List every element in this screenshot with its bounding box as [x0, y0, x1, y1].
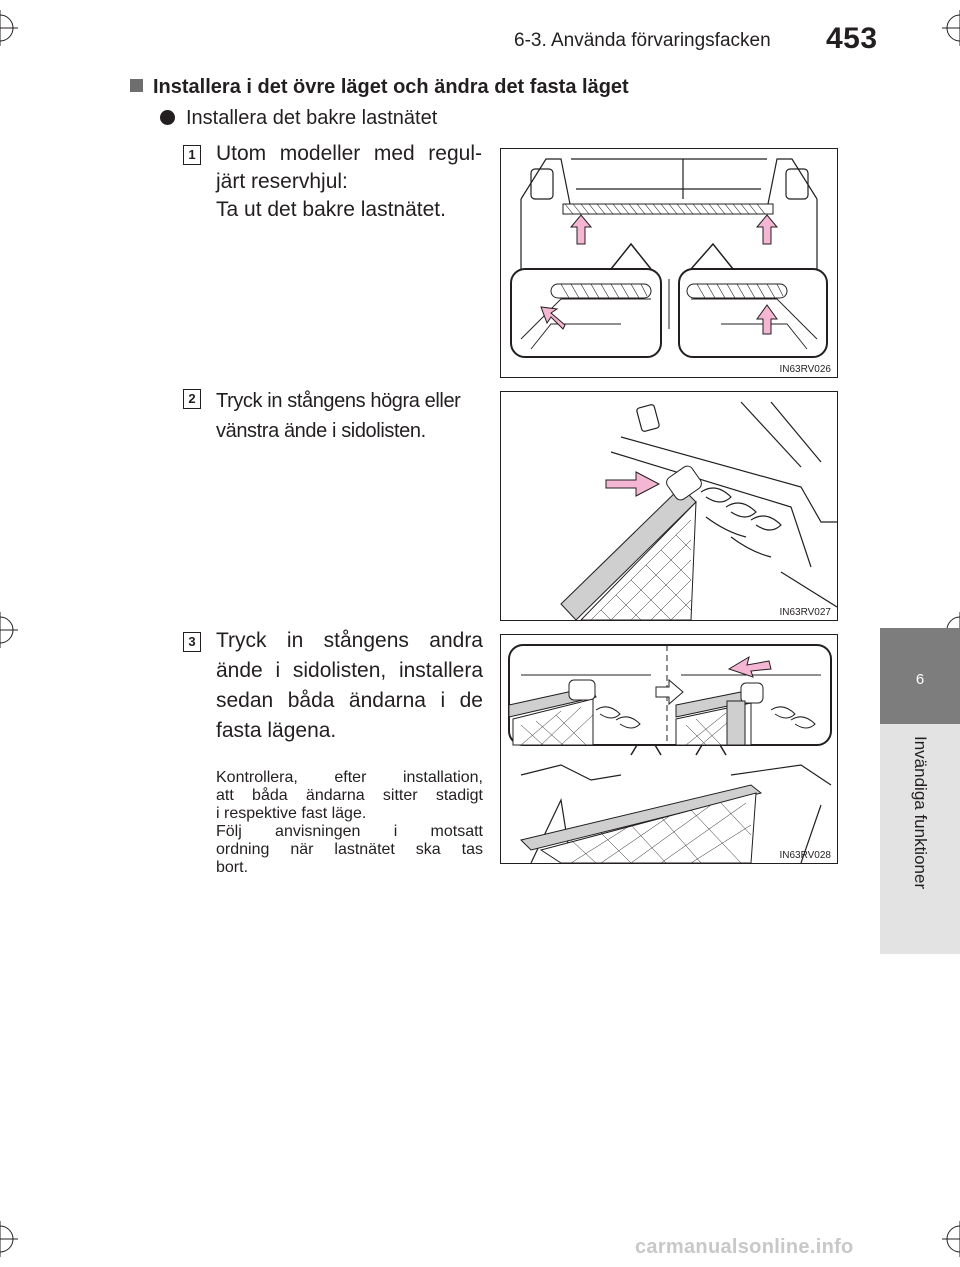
- step-text: Tryck in stångens andra ände i sidoliste…: [216, 626, 483, 746]
- figure-code: IN63RV026: [779, 364, 831, 375]
- step-line: Tryck in stångens högra eller: [216, 390, 461, 412]
- step-line: sedan båda ändarna i de: [216, 689, 483, 712]
- crop-mark-icon: [0, 10, 18, 46]
- step-text: Tryck in stångens högra eller vänstra än…: [216, 386, 486, 446]
- note-line: Följ anvisningen i motsatt: [216, 823, 483, 840]
- step-line: vänstra ände i sidolisten.: [216, 420, 426, 442]
- chapter-number: 6: [915, 671, 925, 688]
- figure-insert-end: IN63RV027: [500, 391, 838, 621]
- footer-watermark: carmanualsonline.info: [635, 1236, 854, 1258]
- figure-remove-net: IN63RV026: [500, 148, 838, 378]
- step-line: Ta ut det bakre lastnätet.: [216, 198, 446, 221]
- note-line: ordning när lastnätet ska tas: [216, 841, 483, 858]
- step-line: fasta lägena.: [216, 719, 337, 742]
- note-line: bort.: [216, 859, 249, 876]
- note-line: i respektive fast läge.: [216, 805, 367, 822]
- cargo-net-removal-illustration: [510, 158, 828, 358]
- header-section-title: 6-3. Använda förvaringsfacken: [514, 30, 771, 51]
- chapter-side-label: Invändiga funktioner: [880, 724, 960, 954]
- step-line: järt reservhjul:: [216, 170, 348, 193]
- figure-fixed-position: IN63RV028: [500, 634, 838, 864]
- crop-mark-icon: [942, 1221, 960, 1257]
- bullet-text: Installera det bakre lastnätet: [186, 107, 438, 129]
- figure-code: IN63RV027: [779, 607, 831, 618]
- step-number: 2: [183, 389, 201, 409]
- figure-code: IN63RV028: [779, 850, 831, 861]
- step-number: 1: [183, 145, 201, 165]
- step-text: Utom modeller med regul- järt reservhjul…: [216, 140, 482, 224]
- step-line: Utom modeller med regul-: [216, 142, 482, 165]
- step-line: Tryck in stångens andra: [216, 629, 483, 652]
- step-number: 3: [183, 632, 201, 652]
- crop-mark-icon: [0, 612, 18, 648]
- note-text: Kontrollera, efter installation, att båd…: [216, 769, 483, 877]
- note-line: Kontrollera, efter installation,: [216, 769, 483, 786]
- section-heading: Installera i det övre läget och ändra de…: [130, 76, 629, 99]
- fixed-position-illustration: [508, 644, 832, 863]
- note-line: att båda ändarna sitter stadigt: [216, 787, 483, 804]
- round-bullet-icon: [160, 110, 175, 125]
- chapter-tab: 6: [880, 628, 960, 724]
- chapter-label: Invändiga funktioner: [911, 736, 930, 890]
- crop-mark-icon: [0, 1221, 18, 1257]
- crop-mark-icon: [942, 10, 960, 46]
- section-heading-text: Installera i det övre läget och ändra de…: [153, 76, 629, 98]
- square-bullet-icon: [130, 79, 143, 92]
- step-line: ände i sidolisten, installera: [216, 659, 483, 682]
- page-number: 453: [826, 22, 878, 55]
- side-rail-insert-illustration: [560, 401, 837, 620]
- bullet-item: Installera det bakre lastnätet: [160, 107, 437, 130]
